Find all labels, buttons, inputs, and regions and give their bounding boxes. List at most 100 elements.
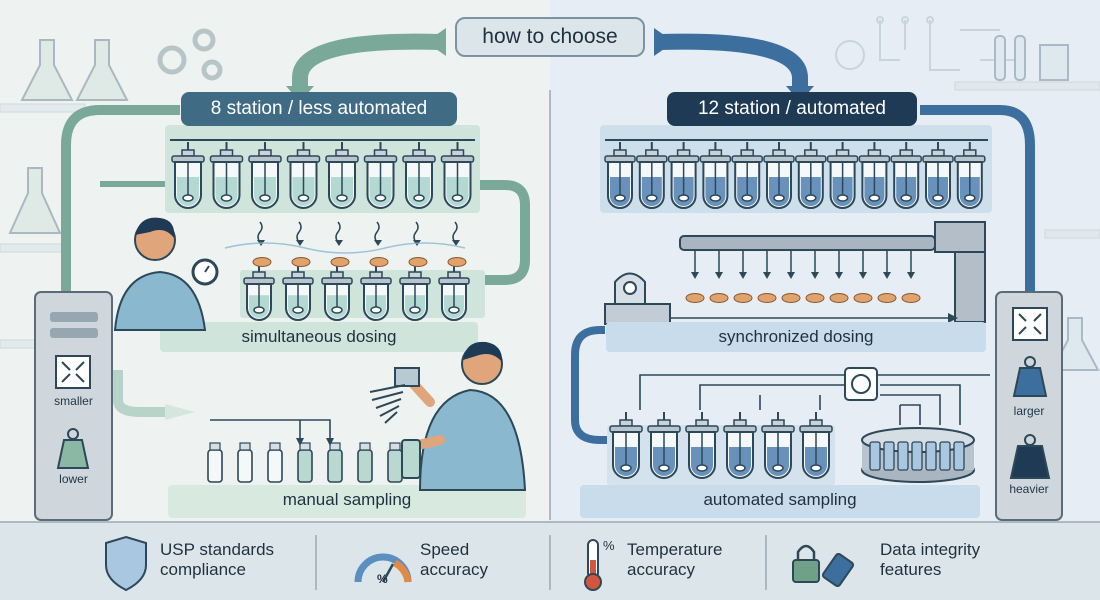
carousel-vial-icon [939,441,951,471]
dissolution-vessel-icon [360,264,392,321]
dropper-head [859,272,867,279]
dissolution-vessel-icon [799,412,833,479]
right-vessel-row [604,142,986,209]
dropper-row [691,250,915,279]
left-weight-label: lower [59,472,88,486]
dropper-head [691,272,699,279]
vial-cap-icon [269,442,281,451]
vial-cap-icon [239,442,251,451]
tablet-icon [291,257,311,267]
feature-data-integrity-line1: Data integrity [880,540,981,559]
right-sampling-band [580,485,980,518]
carousel-vial-icon [869,441,881,471]
dissolution-vessel-icon [636,142,668,209]
dosing-arrow [257,221,263,243]
dosing-arrow-head [335,240,343,246]
feature-usp-line1: USP standards [160,540,275,559]
right-option-badge[interactable]: 12 station / automated [667,92,917,126]
left-size-label: smaller [54,394,93,408]
tablet-icon [369,257,389,267]
tubes-right-icon [994,35,1100,371]
dissolution-vessel-icon [286,142,321,209]
tablet-icon [330,257,350,267]
arrow-left-path [292,33,441,90]
circuit-right-icon [835,16,1020,71]
dissolution-vessel-icon [922,142,954,209]
left-tablet-row [224,221,467,267]
dissolution-vessel-icon [858,142,891,209]
lock-usb-icon [792,544,855,588]
flask-left-icon [8,39,129,234]
dissolution-vessel-icon [243,264,275,321]
sync-valve-icon [844,367,878,401]
carousel-vial-icon [953,441,965,471]
person-pipette-icon [369,341,527,491]
dissolution-vessel-icon [795,142,827,209]
sample-vial-icon [357,449,373,483]
right-pipe-loop [571,326,608,444]
left-pipe-outer [61,105,180,300]
vial-cap-icon [359,442,371,451]
tablet-icon [829,293,849,303]
feature-speed-line2: accuracy [420,560,489,579]
feature-temperature-line1: Temperature [627,540,723,559]
dissolution-vessel-icon [399,264,431,321]
left-instrument-cabinet [34,291,113,521]
carousel-vial-row [869,441,965,471]
dropper-head [835,272,843,279]
dosing-arrow [452,221,458,243]
dissolution-vessel-icon [826,142,859,209]
right-sampling-label: automated sampling [703,490,857,509]
gear-left-icon [157,28,223,81]
dissolution-vessel-icon [685,412,719,479]
feature-usp: USP standards compliance [160,540,274,580]
right-pipe-outer [920,105,1035,295]
dissolution-vessel-icon [761,412,795,479]
sample-vial-icon [207,449,223,483]
left-option-badge[interactable]: 8 station / less automated [181,92,457,126]
carousel-vial-icon [883,441,895,471]
right-option-title: 12 station / automated [697,98,886,119]
right-dosing-label: synchronized dosing [718,327,874,346]
tablet-icon [408,257,428,267]
left-vial-row [207,442,403,483]
compress-icon [55,355,91,389]
person-timer-icon [113,217,219,331]
left-lower-vessel-row [243,264,470,321]
left-pipe-sampling [113,370,175,417]
sample-vial-icon [297,449,313,483]
dissolution-vessel-icon [667,142,700,209]
dosing-arrow-head [374,240,382,246]
vial-cap-icon [329,442,341,451]
arrow-right-head [654,28,674,56]
dropper-head [883,272,891,279]
cabinet-slot [50,328,98,338]
thermometer-glyph: % [603,538,615,553]
dissolution-vessel-icon [209,142,244,209]
dissolution-vessel-icon [325,142,359,209]
dosing-arrow [374,221,380,243]
vial-cap-icon [389,442,401,451]
arrow-right-path [659,33,808,90]
tablet-icon [685,293,705,303]
dissolution-vessel-icon [763,142,795,209]
right-tablet-row [685,293,921,303]
dropper-head [907,272,915,279]
wave-line [224,242,466,254]
left-option-title: 8 station / less automated [210,98,428,119]
gauge-icon [354,553,412,583]
dissolution-vessel-icon [731,142,763,209]
dropper-head [811,272,819,279]
left-pipe-loop [480,180,530,285]
dissolution-vessel-icon [282,264,314,321]
vial-cap-icon [299,442,311,451]
dissolution-vessel-icon [647,412,681,479]
right-lower-vessel-row [609,412,833,479]
thermometer-icon [584,539,602,591]
left-sampling-label: manual sampling [282,490,412,509]
dissolution-vessel-icon [438,264,470,321]
sampling-lines [639,374,990,425]
dissolution-vessel-icon [321,264,353,321]
tablet-icon [877,293,897,303]
